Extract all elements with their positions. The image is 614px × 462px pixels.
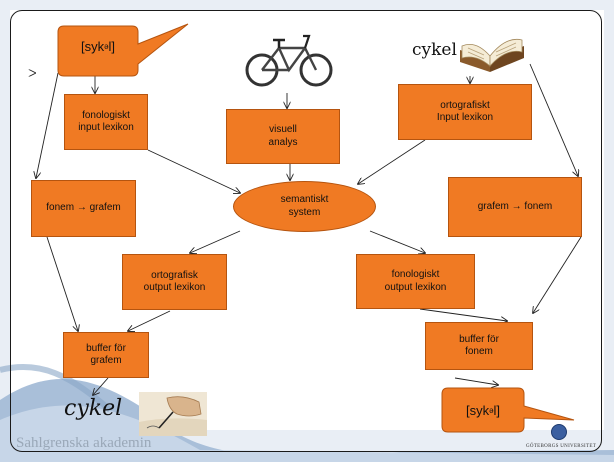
box-fonologiskt-output-lexikon: fonologiskt output lexikon (356, 254, 475, 309)
bicycle-icon (245, 34, 333, 87)
arrow-book-to-grafem-fonem (529, 63, 578, 176)
box-fonologiskt-input-lexikon: fonologiskt input lexikon (64, 94, 148, 150)
arrow-semantiskt-to-ortografisk (190, 230, 241, 253)
arrow-fonem-grafem-to-buffer (46, 236, 78, 331)
box-ortografiskt-input-lexikon: ortografiskt Input lexikon (398, 84, 532, 140)
box-buffer-for-fonem: buffer för fonem (425, 322, 533, 370)
printed-word: cykel (412, 40, 457, 60)
arrow-fonologiskt-out-to-buffer (419, 308, 507, 321)
open-book-icon (460, 38, 524, 72)
box-visuell-analys: visuell analys (226, 109, 340, 164)
arrow-ortografisk-to-buffer (128, 310, 171, 331)
box-ortografisk-output-lexikon: ortografisk output lexikon (122, 254, 227, 310)
arrow-grafem-fonem-to-buffer (533, 236, 582, 313)
arrow-buffer-fonem-to-bubble (454, 377, 498, 385)
arrow-buffer-grafem-to-word (93, 377, 109, 395)
box-fonem-grafem: fonem → grafem (31, 180, 136, 237)
ellipse-semantiskt-system: semantiskt system (233, 181, 376, 232)
arrow-fonologiskt-to-semantiskt (147, 149, 240, 193)
speech-bubble-top (57, 23, 189, 77)
box-buffer-for-grafem: buffer för grafem (63, 332, 149, 378)
speech-bubble-bottom (441, 387, 575, 433)
university-seal-icon (551, 424, 567, 440)
footer-institution: Sahlgrenska akademin (16, 435, 152, 451)
footer-university: GÖTEBORGS UNIVERSITET (526, 444, 597, 449)
box-grafem-fonem: grafem → fonem (448, 177, 582, 237)
handwritten-word: cykel (64, 396, 123, 421)
arrow-bubble-to-fonem-grafem (36, 72, 59, 178)
writing-hand-icon (139, 392, 207, 436)
arrow-semantiskt-to-fonologiskt-out (369, 230, 425, 253)
wave-decoration (0, 364, 614, 462)
arrow-ortografiskt-to-semantiskt (358, 139, 426, 184)
